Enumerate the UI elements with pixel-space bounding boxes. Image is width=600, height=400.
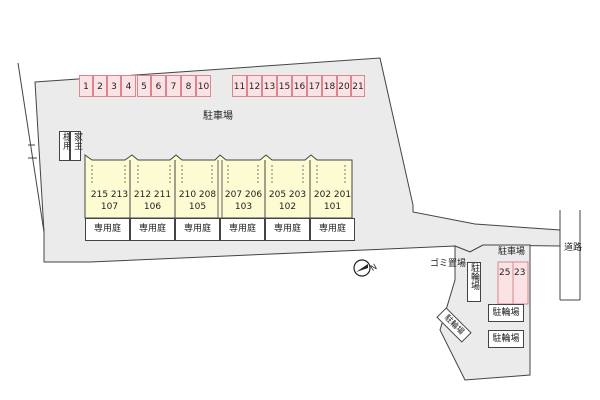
bicycle-text-2: 駐輪場 bbox=[492, 334, 520, 344]
unit-lower-number: 101 bbox=[323, 202, 342, 212]
unit-upper-numbers: 202 201 bbox=[313, 190, 352, 200]
unit-lower-number: 107 bbox=[100, 202, 119, 212]
parking-stall: 4 bbox=[121, 75, 136, 97]
private-garden: 専用庭 bbox=[220, 218, 265, 241]
unit-lower-number: 105 bbox=[188, 202, 207, 212]
parking-stall: 1 bbox=[79, 75, 93, 97]
parking-stall: 20 bbox=[337, 75, 351, 97]
bicycle-text-1: 駐輪場 bbox=[492, 308, 520, 318]
parking-stall: 7 bbox=[166, 75, 181, 97]
private-garden: 専用庭 bbox=[310, 218, 355, 241]
private-garden: 専用庭 bbox=[85, 218, 130, 241]
parking-stall: 16 bbox=[292, 75, 307, 97]
parking-stall: 6 bbox=[151, 75, 166, 97]
parking-stall: 21 bbox=[351, 75, 365, 97]
parking-stall: 15 bbox=[277, 75, 292, 97]
parking-stall: 5 bbox=[137, 75, 151, 97]
parking-stall: 17 bbox=[307, 75, 322, 97]
private-garden: 専用庭 bbox=[175, 218, 220, 241]
unit-lower-number: 102 bbox=[278, 202, 297, 212]
bicycle-vertical-box: 駐輪場 bbox=[467, 262, 481, 302]
parking-stall: 10 bbox=[196, 75, 211, 97]
compass-icon bbox=[353, 259, 371, 277]
road-label: 道路 bbox=[564, 243, 583, 253]
private-garden: 専用庭 bbox=[130, 218, 175, 241]
right-stall-25: 25 bbox=[499, 268, 511, 278]
bicycle-box-2: 駐輪場 bbox=[488, 330, 524, 348]
right-stall-23: 23 bbox=[514, 268, 526, 278]
parking-stall: 12 bbox=[247, 75, 262, 97]
unit-upper-numbers: 207 206 bbox=[224, 190, 263, 200]
parking-stall: 3 bbox=[107, 75, 121, 97]
parking-stall: 11 bbox=[232, 75, 247, 97]
parking-right-label: 駐車場 bbox=[498, 247, 526, 257]
parking-stall: 18 bbox=[322, 75, 337, 97]
unit-upper-numbers: 212 211 bbox=[133, 190, 172, 200]
unit-upper-numbers: 215 213 bbox=[90, 190, 129, 200]
owner-use-box-right: 家主 bbox=[70, 131, 82, 161]
bicycle-vertical-text: 駐輪場 bbox=[469, 263, 479, 290]
garbage-label: ゴミ置場 bbox=[430, 259, 467, 269]
unit-upper-numbers: 210 208 bbox=[178, 190, 217, 200]
bicycle-box-1: 駐輪場 bbox=[488, 304, 524, 322]
parking-label: 駐車場 bbox=[203, 111, 233, 122]
owner-use-box-left: 様用 bbox=[59, 131, 71, 161]
parking-stall: 13 bbox=[262, 75, 277, 97]
owner-use-text-right: 家主 bbox=[72, 132, 82, 150]
parking-stall: 8 bbox=[181, 75, 196, 97]
building bbox=[84, 154, 353, 219]
unit-upper-numbers: 205 203 bbox=[268, 190, 307, 200]
owner-use-text-left: 様用 bbox=[61, 132, 71, 150]
parking-stall: 2 bbox=[93, 75, 107, 97]
unit-lower-number: 103 bbox=[234, 202, 253, 212]
unit-lower-number: 106 bbox=[143, 202, 162, 212]
private-garden: 専用庭 bbox=[265, 218, 310, 241]
